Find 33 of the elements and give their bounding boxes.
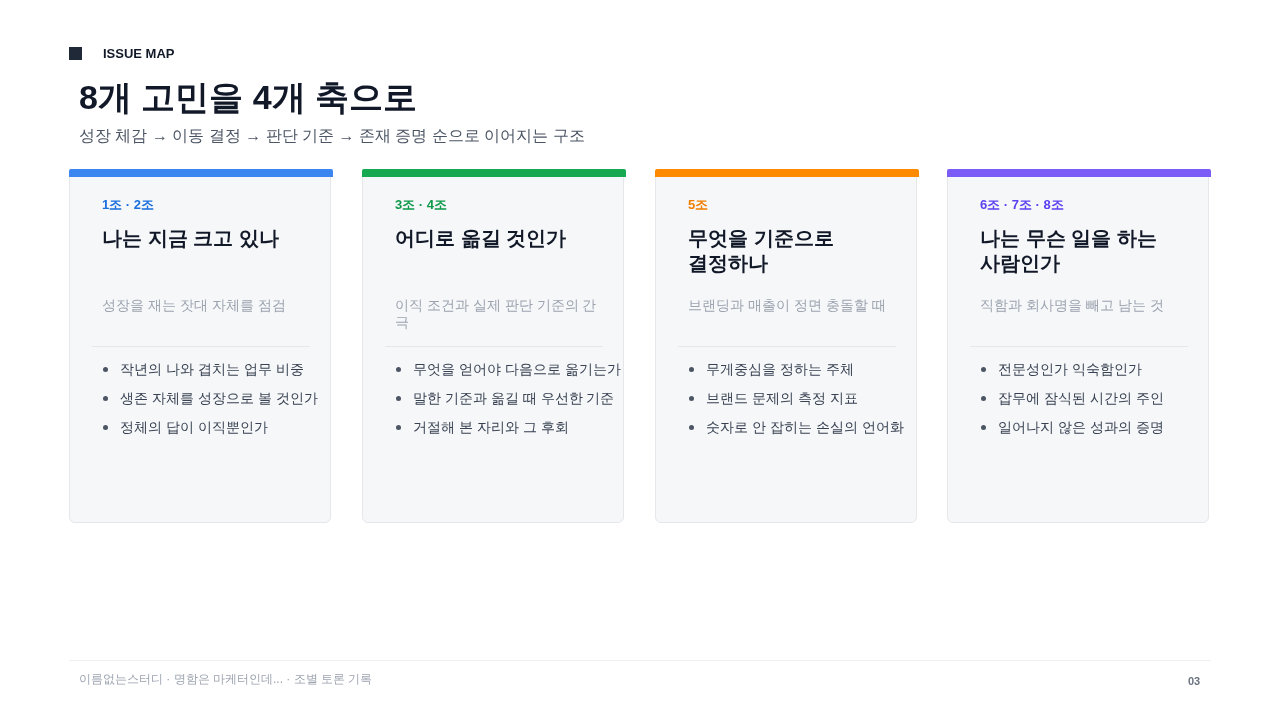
slide-title: 8개 고민을 4개 축으로 <box>79 77 418 118</box>
card <box>655 169 917 523</box>
list-item: 무게중심을 정하는 주체 <box>706 360 854 378</box>
slide-subtitle: 성장 체감 → 이동 결정 → 판단 기준 → 존재 증명 순으로 이어지는 구조 <box>79 126 585 146</box>
list-item: 무엇을 얻어야 다음으로 옮기는가 <box>413 360 621 378</box>
group-tag: 6조 · 7조 · 8조 <box>980 196 1064 214</box>
section-kicker: ISSUE MAP <box>103 45 175 63</box>
card <box>947 169 1209 523</box>
card-subtitle: 이직 조건과 실제 판단 기준의 간극 <box>395 297 598 331</box>
list-item: 일어나지 않은 성과의 증명 <box>998 418 1164 436</box>
list-item: 작년의 나와 겹치는 업무 비중 <box>120 360 304 378</box>
group-tag: 5조 <box>688 196 709 214</box>
list-item: 말한 기준과 옮길 때 우선한 기준 <box>413 389 615 407</box>
card-heading: 나는 무슨 일을 하는 사람인가 <box>980 226 1158 276</box>
card-heading: 나는 지금 크고 있나 <box>102 226 280 251</box>
card-heading: 어디로 옮길 것인가 <box>395 226 568 251</box>
card-subtitle: 성장을 재는 잣대 자체를 점검 <box>102 297 287 314</box>
list-item: 숫자로 안 잡히는 손실의 언어화 <box>706 418 904 436</box>
list-item: 브랜드 문제의 측정 지표 <box>706 389 858 407</box>
footer-text: 이름없는스터디 · 명함은 마케터인데... · 조별 토론 기록 <box>79 671 373 688</box>
group-tag: 1조 · 2조 <box>102 196 154 214</box>
list-item: 잡무에 잠식된 시간의 주인 <box>998 389 1164 407</box>
list-item: 거절해 본 자리와 그 후회 <box>413 418 569 436</box>
card <box>362 169 624 523</box>
card-heading: 무엇을 기준으로 결정하나 <box>688 226 835 276</box>
card-subtitle: 브랜딩과 매출이 정면 충돌할 때 <box>688 297 887 314</box>
list-item: 전문성인가 익숙함인가 <box>998 360 1142 378</box>
card-subtitle: 직함과 회사명을 빼고 남는 것 <box>980 297 1165 314</box>
page-number: 03 <box>1188 674 1201 689</box>
list-item: 생존 자체를 성장으로 볼 것인가 <box>120 389 318 407</box>
list-item: 정체의 답이 이직뿐인가 <box>120 418 268 436</box>
group-tag: 3조 · 4조 <box>395 196 447 214</box>
card <box>69 169 331 523</box>
